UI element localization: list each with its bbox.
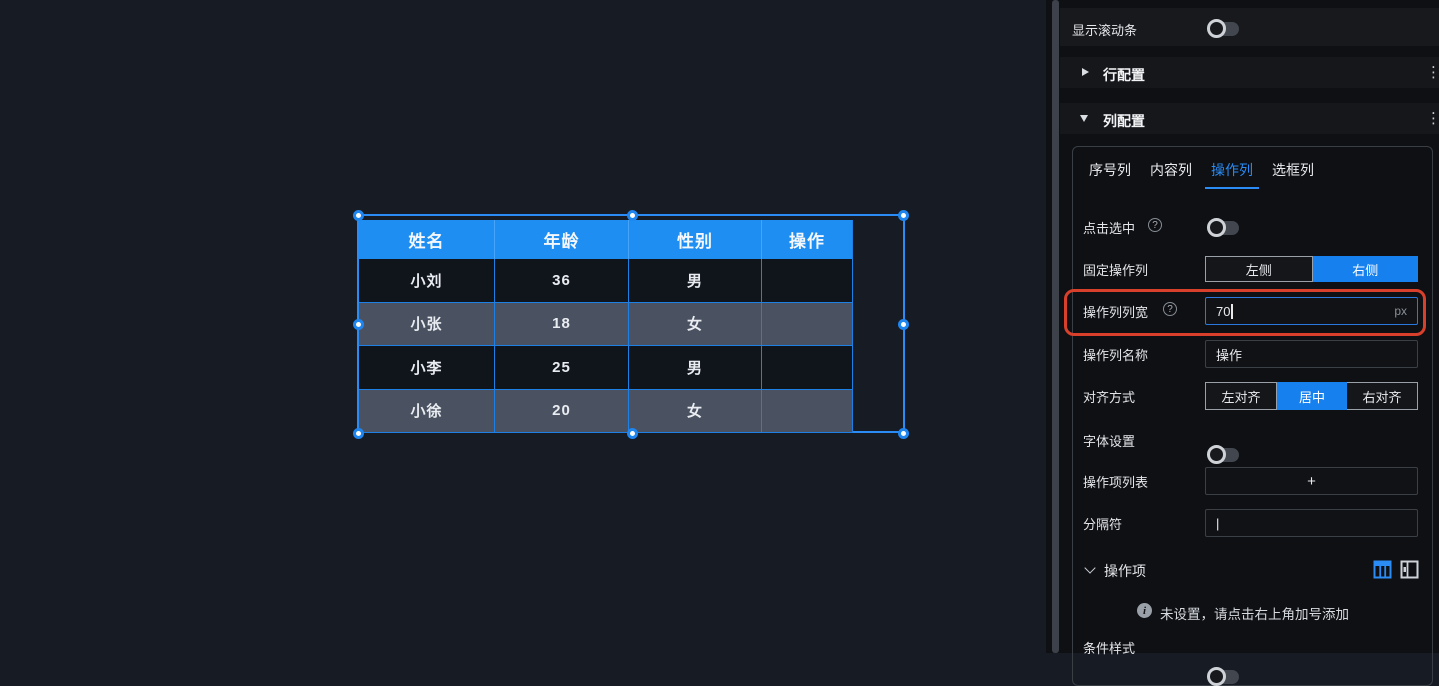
table-cell <box>762 259 853 303</box>
table-cell: 女 <box>629 389 762 433</box>
row-config-title: 行配置 <box>1103 67 1145 83</box>
layout-view-icon[interactable] <box>1400 560 1419 579</box>
table-view-icon[interactable] <box>1373 560 1392 579</box>
separator-label: 分隔符 <box>1083 517 1123 532</box>
row-config-section[interactable]: 行配置 ⋮ <box>1060 57 1439 88</box>
help-icon[interactable]: ? <box>1148 218 1162 232</box>
column-config-title: 列配置 <box>1103 113 1145 129</box>
table-cell: 女 <box>629 302 762 346</box>
table-header-cell: 性别 <box>629 220 762 259</box>
fixed-right-option[interactable]: 右侧 <box>1312 256 1418 282</box>
condition-style-toggle[interactable] <box>1207 667 1239 686</box>
tab-operation-column[interactable]: 操作列 <box>1205 160 1259 189</box>
plus-icon: + <box>1307 472 1316 490</box>
resize-handle-se[interactable] <box>898 428 909 439</box>
alignment-segment: 左对齐 居中 右对齐 <box>1205 382 1418 410</box>
table-cell: 小张 <box>359 302 495 346</box>
properties-panel: 显示滚动条 行配置 ⋮ 列配置 ⋮ 序号列 内容列 操作列 选框列 点击选中 ?… <box>1046 0 1439 686</box>
separator-input[interactable]: | <box>1205 509 1418 537</box>
op-item-list-label: 操作项列表 <box>1083 475 1149 490</box>
table-cell: 18 <box>495 302 629 346</box>
table-cell: 小李 <box>359 346 495 390</box>
column-name-value: 操作 <box>1216 347 1243 363</box>
resize-handle-n[interactable] <box>627 210 638 221</box>
column-width-input[interactable]: 70 px <box>1205 297 1418 325</box>
resize-handle-s[interactable] <box>627 428 638 439</box>
column-config-section[interactable]: 列配置 ⋮ <box>1060 103 1439 134</box>
column-name-input[interactable]: 操作 <box>1205 340 1418 368</box>
collapse-arrow-icon[interactable] <box>1082 68 1089 76</box>
table-cell: 小刘 <box>359 259 495 303</box>
alignment-label: 对齐方式 <box>1083 390 1136 405</box>
font-setting-toggle[interactable] <box>1207 445 1239 464</box>
panel-scrollbar[interactable] <box>1052 0 1059 653</box>
design-canvas[interactable]: 姓名 年龄 性别 操作 小刘 36 男 小张 18 女 小李 25 男 <box>0 0 1046 653</box>
table-cell: 36 <box>495 259 629 303</box>
align-center-option[interactable]: 居中 <box>1277 382 1347 410</box>
chevron-down-icon[interactable] <box>1084 562 1096 574</box>
table-header-row: 姓名 年龄 性别 操作 <box>359 220 853 259</box>
tab-content-column[interactable]: 内容列 <box>1150 162 1192 178</box>
fixed-column-segment: 左侧 右侧 <box>1205 256 1418 282</box>
resize-handle-w[interactable] <box>353 319 364 330</box>
unit-label: px <box>1394 304 1407 318</box>
tab-index-column[interactable]: 序号列 <box>1089 162 1131 178</box>
click-select-label: 点击选中 <box>1083 221 1136 236</box>
table-cell <box>762 389 853 433</box>
resize-handle-nw[interactable] <box>353 210 364 221</box>
table-widget-selection[interactable]: 姓名 年龄 性别 操作 小刘 36 男 小张 18 女 小李 25 男 <box>353 210 909 439</box>
toggle-knob <box>1207 667 1226 686</box>
align-left-option[interactable]: 左对齐 <box>1205 382 1277 410</box>
click-select-toggle[interactable] <box>1207 218 1239 237</box>
op-items-label: 操作项 <box>1104 563 1146 579</box>
table-row: 小徐 20 女 <box>359 389 853 433</box>
fixed-column-label: 固定操作列 <box>1083 263 1149 278</box>
text-cursor <box>1231 303 1233 319</box>
column-width-label: 操作列列宽 <box>1083 305 1149 320</box>
expand-arrow-icon[interactable] <box>1080 115 1088 122</box>
column-type-tabs: 序号列 内容列 操作列 选框列 <box>1089 160 1314 189</box>
condition-style-label: 条件样式 <box>1083 641 1136 656</box>
show-scrollbar-toggle[interactable] <box>1207 19 1239 38</box>
help-icon[interactable]: ? <box>1163 302 1177 316</box>
table-header-cell: 年龄 <box>495 220 629 259</box>
table-header-cell: 操作 <box>762 220 853 259</box>
row-config-menu-icon[interactable]: ⋮ <box>1426 64 1439 81</box>
resize-handle-sw[interactable] <box>353 428 364 439</box>
show-scrollbar-label: 显示滚动条 <box>1072 23 1138 38</box>
table-row: 小李 25 男 <box>359 346 853 390</box>
toggle-knob <box>1207 19 1226 38</box>
op-items-empty-hint: 未设置，请点击右上角加号添加 <box>1160 607 1349 622</box>
table-header-cell: 姓名 <box>359 220 495 259</box>
table-cell: 20 <box>495 389 629 433</box>
separator-value: | <box>1216 515 1220 531</box>
table-cell: 男 <box>629 346 762 390</box>
column-width-value: 70 <box>1216 303 1231 319</box>
data-table[interactable]: 姓名 年龄 性别 操作 小刘 36 男 小张 18 女 小李 25 男 <box>359 220 853 433</box>
table-row: 小张 18 女 <box>359 302 853 346</box>
table-cell: 男 <box>629 259 762 303</box>
table-cell: 小徐 <box>359 389 495 433</box>
table-row: 小刘 36 男 <box>359 259 853 303</box>
column-config-menu-icon[interactable]: ⋮ <box>1426 110 1439 127</box>
tab-checkbox-column[interactable]: 选框列 <box>1272 162 1314 178</box>
fixed-left-option[interactable]: 左侧 <box>1205 256 1313 282</box>
toggle-knob <box>1207 445 1226 464</box>
font-setting-label: 字体设置 <box>1083 434 1136 449</box>
add-op-item-button[interactable]: + <box>1205 467 1418 495</box>
table-cell <box>762 346 853 390</box>
align-right-option[interactable]: 右对齐 <box>1347 382 1418 410</box>
show-scrollbar-row: 显示滚动条 <box>1060 8 1439 46</box>
table-cell <box>762 302 853 346</box>
column-config-body: 序号列 内容列 操作列 选框列 点击选中 ? 固定操作列 左侧 右侧 操作列列宽… <box>1072 146 1433 686</box>
resize-handle-e[interactable] <box>898 319 909 330</box>
resize-handle-ne[interactable] <box>898 210 909 221</box>
info-icon: i <box>1137 603 1152 618</box>
toggle-knob <box>1207 218 1226 237</box>
table-cell: 25 <box>495 346 629 390</box>
column-name-label: 操作列名称 <box>1083 348 1149 363</box>
